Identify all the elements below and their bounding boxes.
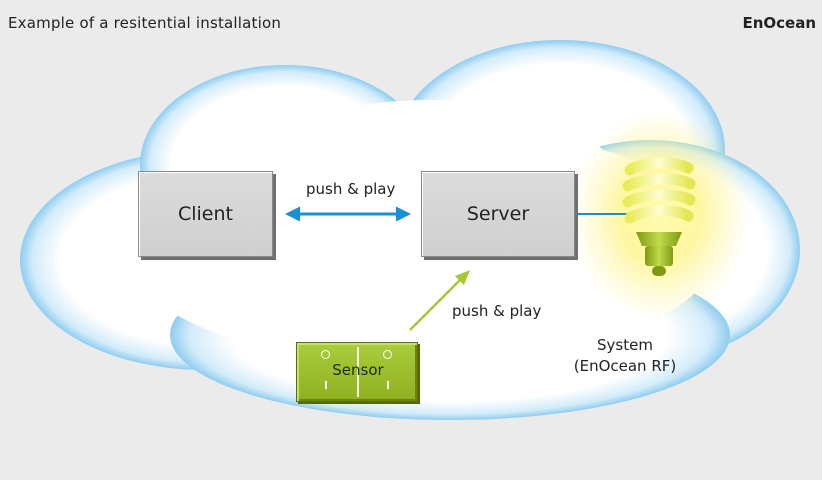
system-label: System (EnOcean RF) (560, 335, 690, 377)
sensor-right-tick (387, 381, 389, 389)
lightbulb-icon (622, 157, 696, 276)
sensor-server-arrow (409, 270, 470, 331)
client-label: Client (177, 203, 233, 225)
client-server-link-label: push & play (306, 180, 396, 198)
client-node: Client (138, 171, 273, 257)
sensor-divider (357, 347, 359, 397)
server-node: Server (421, 171, 575, 257)
system-label-line1: System (597, 336, 653, 354)
server-label: Server (466, 203, 530, 225)
system-label-line2: (EnOcean RF) (573, 357, 677, 375)
sensor-right-indicator (383, 350, 392, 359)
sensor-left-indicator (321, 350, 330, 359)
sensor-label: Sensor (332, 361, 384, 379)
sensor-left-tick (325, 381, 327, 389)
diagram-title: Example of a resitential installation (8, 14, 282, 32)
brand-logo-text: EnOcean (742, 14, 816, 32)
sensor-server-link-label: push & play (452, 302, 542, 320)
sensor-switch-icon: Sensor (296, 342, 418, 402)
